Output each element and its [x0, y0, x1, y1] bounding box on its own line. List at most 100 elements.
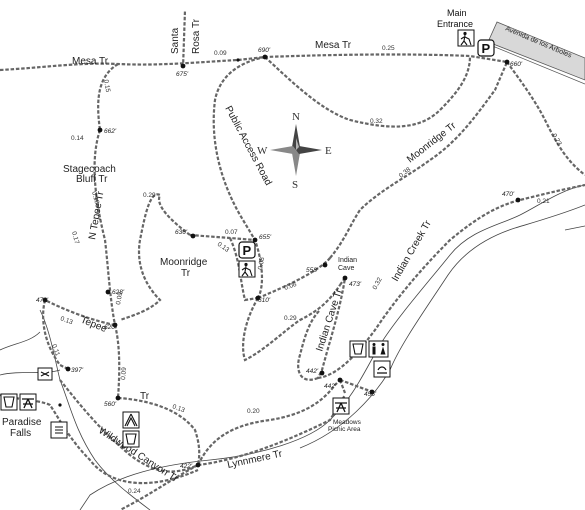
dist-0-21: 0.21 [537, 198, 550, 205]
compass-east: E [325, 145, 332, 157]
camping-icon [122, 411, 140, 429]
dist-0-20: 0.20 [247, 408, 260, 415]
wildwood-south [119, 464, 199, 510]
avenida-road [487, 21, 585, 85]
n-tepee-trail [93, 129, 117, 326]
elev-442-a: 442' [306, 368, 319, 375]
dist-0-23: 0.23 [550, 133, 563, 148]
moonridge-west [119, 193, 191, 322]
compass-south: S [292, 179, 298, 191]
dist-0-18: 0.18 [90, 191, 100, 205]
dist-0-13-tepee: 0.13 [59, 315, 74, 326]
dist-0-11: 0.11 [50, 343, 61, 357]
picnic-table-icon [19, 393, 37, 411]
svg-text:P: P [482, 41, 491, 56]
tepee-connector [113, 324, 121, 399]
dist-0-29-west: 0.29 [143, 192, 156, 199]
elev-675: 675' [176, 71, 189, 78]
tepee-trail [44, 299, 116, 327]
stagecoach-line1: Stagecoach [63, 164, 116, 175]
santa-rosa-trail [181, 9, 187, 69]
wildwood-canyon-trail [59, 379, 199, 473]
santa-rosa-line2: Rosa Tr [191, 18, 202, 54]
elev-442-b: 442' [324, 383, 337, 390]
lower-tr-label: Tr [140, 391, 150, 402]
indian-cave-loop [297, 309, 321, 381]
dist-0-17: 0.17 [70, 231, 80, 245]
stagecoach-trail [97, 63, 119, 131]
svg-text:P: P [243, 243, 252, 258]
dist-0-25: 0.25 [382, 45, 395, 52]
mesa-trail [0, 53, 508, 72]
paradise-falls-line2: Falls [10, 428, 31, 439]
hiker-icon [238, 260, 256, 278]
lower-tr [117, 396, 201, 466]
main-entrance-line2: Entrance [437, 19, 473, 29]
elev-610: 610' [258, 297, 271, 304]
restroom-icon [368, 340, 389, 358]
stagecoach-line2: Bluff Tr [76, 174, 108, 185]
indian-creek-label: Indian Creek Tr [390, 218, 434, 283]
compass-north: N [292, 111, 300, 123]
meadows-line1: Meadows [333, 419, 362, 426]
elev-662: 662' [104, 128, 117, 135]
indian-creek-trail [317, 183, 585, 380]
dist-0-09-mesa: 0.09 [214, 50, 227, 57]
water-icon [349, 340, 367, 358]
moonridge-mid [228, 237, 259, 302]
indian-cave-line2: Cave [338, 265, 354, 272]
inner-loop [242, 284, 341, 362]
campfire-icon [373, 360, 391, 378]
dist-0-32-creek: 0.32 [372, 276, 384, 291]
elev-397: 397' [71, 367, 84, 374]
elev-690: 690' [258, 47, 271, 54]
paradise-falls-line1: Paradise [2, 417, 42, 428]
indian-cave-line1: Indian [338, 257, 357, 264]
dist-0-13-moonridge: 0.13 [216, 241, 231, 254]
mesa-left-label: Mesa Tr [72, 56, 109, 67]
elev-473: 473' [349, 281, 362, 288]
elev-628: 628' [112, 289, 125, 296]
elev-620: 620' [104, 324, 117, 331]
lynnmere-trail [197, 394, 346, 467]
parking-icon: P [477, 39, 495, 57]
elev-655: 655' [259, 234, 272, 241]
moonridge-left-line2: Tr [181, 268, 191, 279]
information-icon [50, 421, 68, 439]
dist-0-15: 0.15 [102, 79, 111, 93]
moonridge-left-line1: Moonridge [160, 257, 208, 268]
hiker-icon [457, 29, 475, 47]
compass-west: W [257, 145, 268, 157]
campfire-icon [37, 367, 53, 381]
water-icon [0, 393, 18, 411]
elev-660: 660' [510, 61, 523, 68]
moonridge-link [189, 233, 256, 242]
elev-422: 422' [180, 463, 193, 470]
dist-0-24: 0.24 [128, 488, 141, 495]
picnic-table-icon [332, 397, 350, 415]
mid-trail [197, 379, 341, 466]
elev-470-east: 470' [502, 191, 515, 198]
indian-cave-trail [317, 277, 347, 379]
elev-456: 456' [364, 391, 377, 398]
mesa-loop [264, 55, 472, 128]
moonridge-east-low [257, 257, 331, 300]
compass-rose: N S E W [257, 111, 332, 191]
water-icon [122, 430, 140, 448]
junctions [42, 54, 521, 468]
elev-636: 636' [175, 229, 188, 236]
meadows-line2: Picnic Area [328, 426, 361, 433]
public-access-road [212, 55, 266, 299]
dist-0-08-east: 0.08 [283, 281, 298, 292]
dist-0-14: 0.14 [71, 135, 84, 142]
elev-560: 560' [104, 401, 117, 408]
elev-558: 558' [306, 267, 319, 274]
dist-0-07: 0.07 [225, 229, 238, 236]
dist-0-09-lower: 0.09 [120, 367, 128, 381]
elev-470-west: 470' [36, 297, 49, 304]
dist-0-32: 0.32 [370, 118, 383, 125]
dist-0-08-mid: 0.08 [257, 256, 266, 270]
trails [0, 9, 585, 510]
moonridge-trail [329, 61, 509, 259]
